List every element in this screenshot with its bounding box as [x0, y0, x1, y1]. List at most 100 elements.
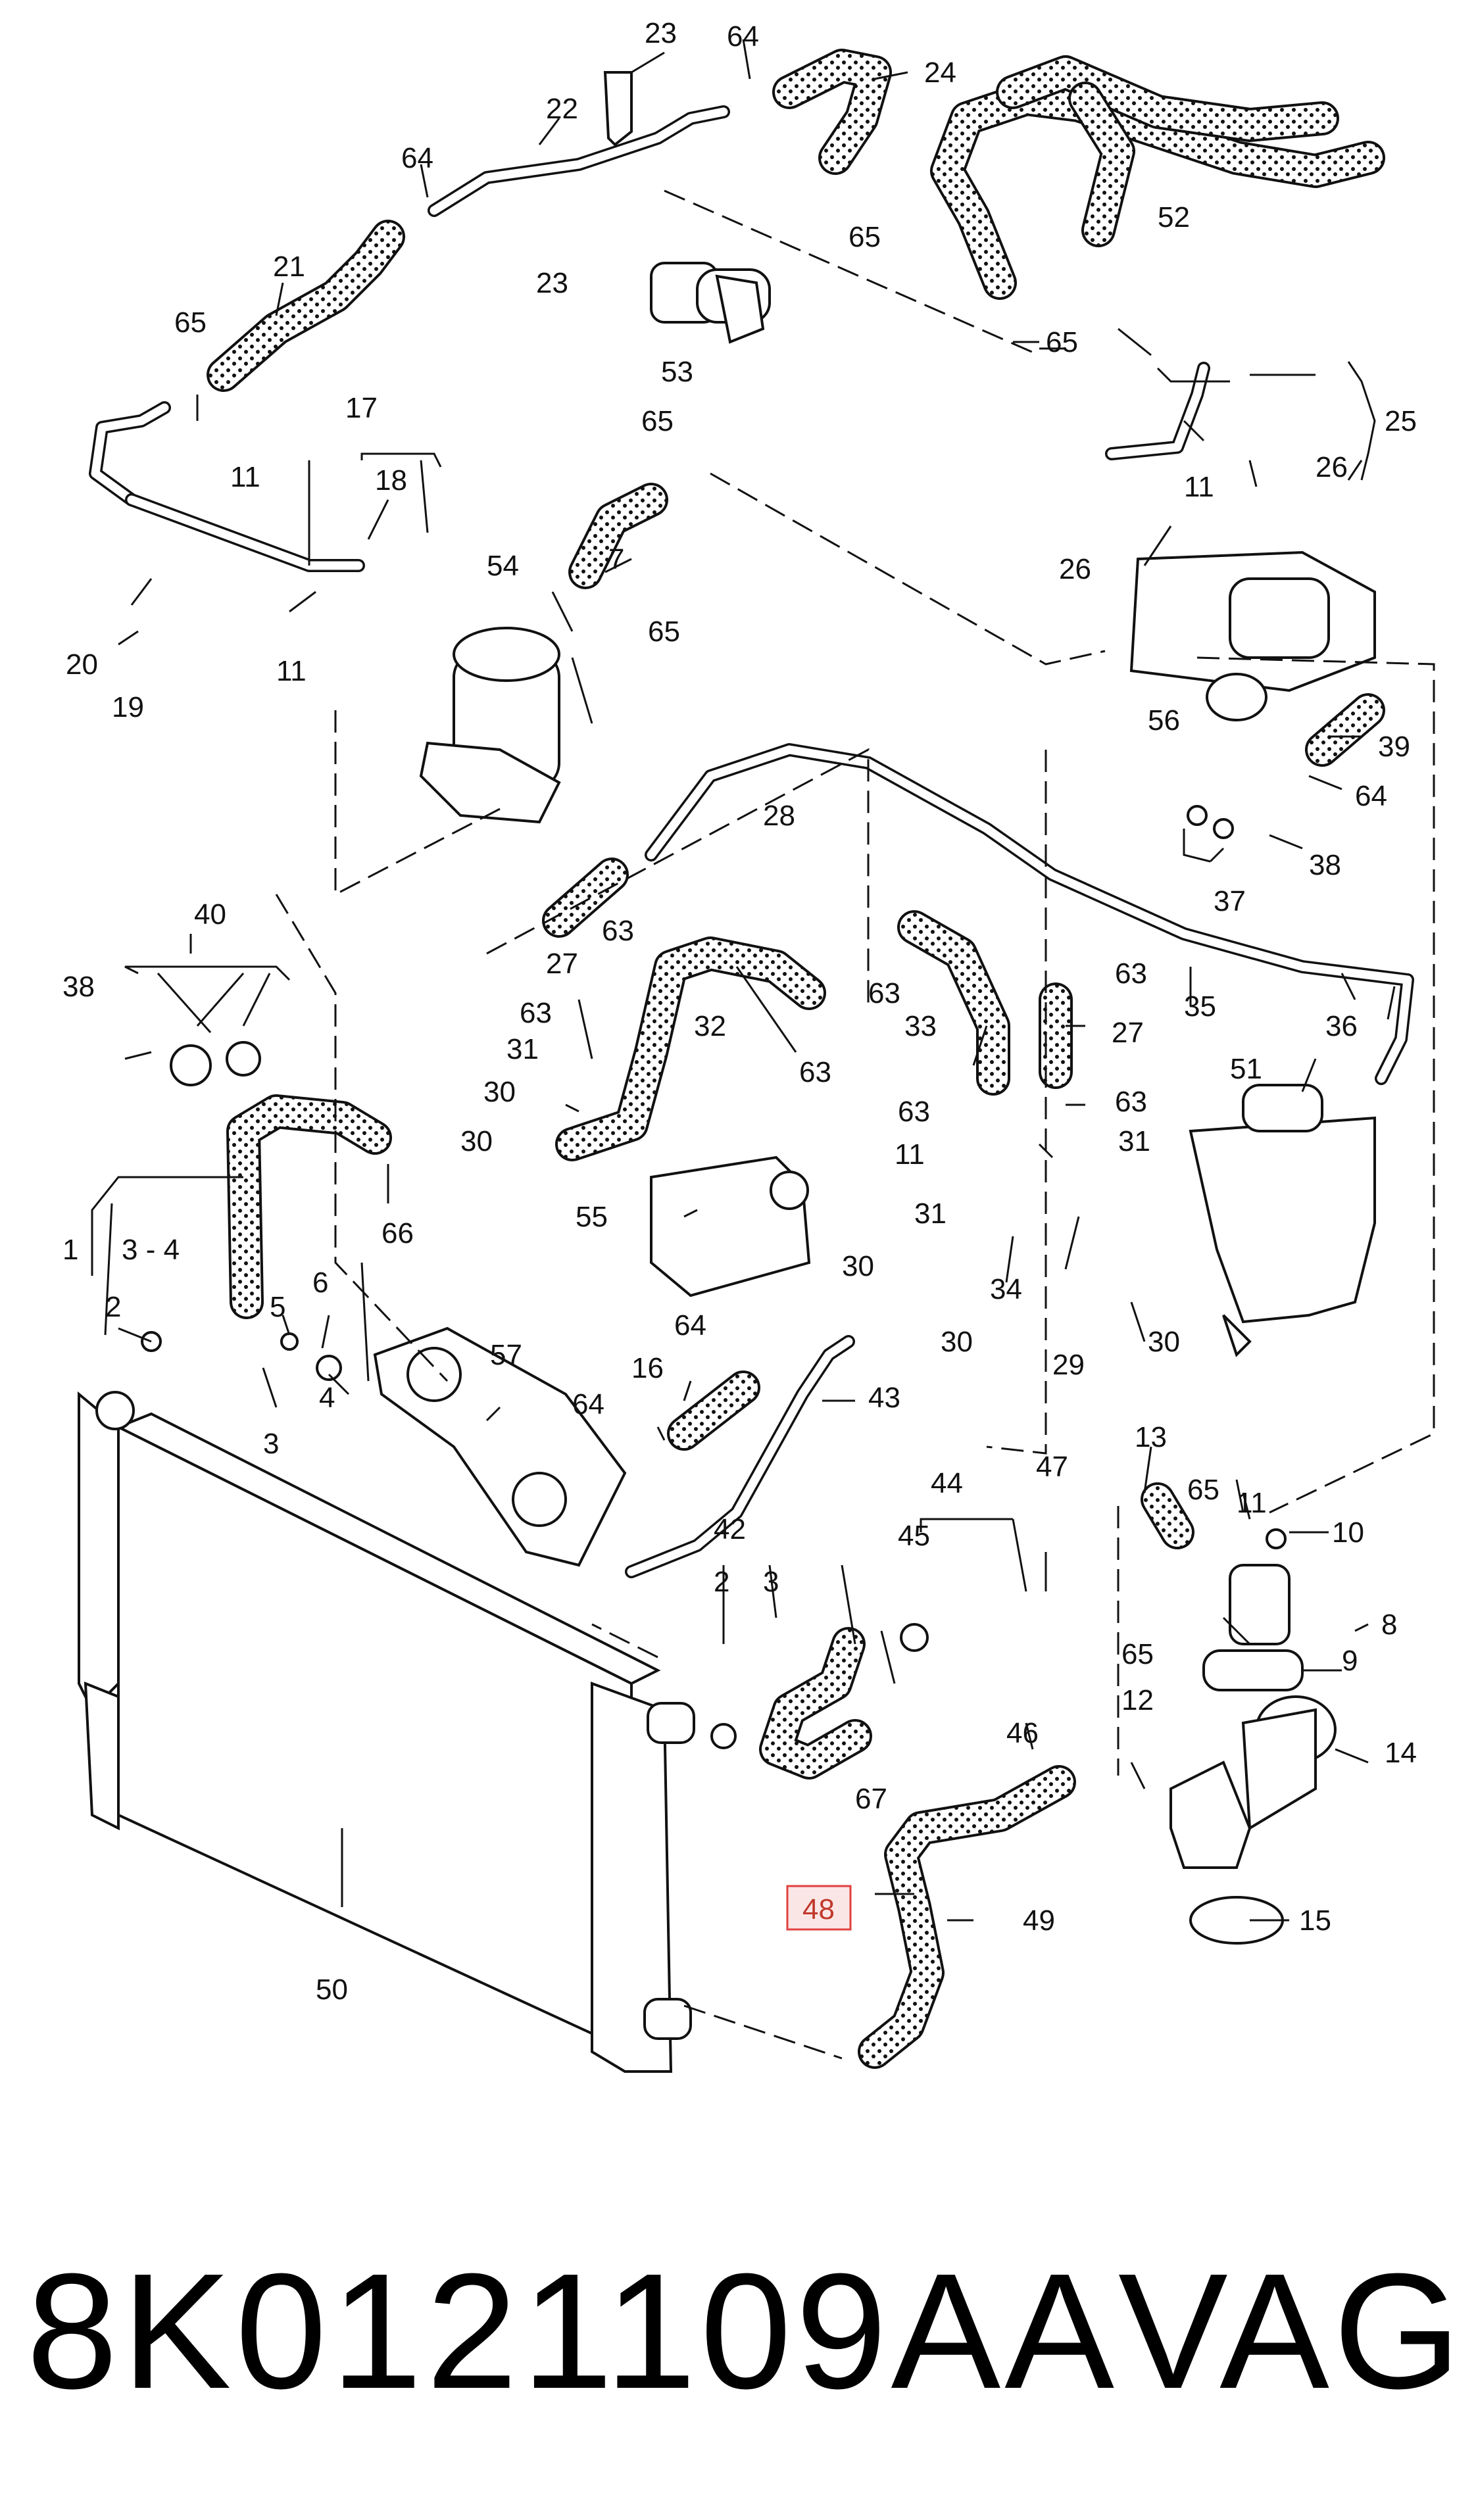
callout-30a: 30: [483, 1076, 516, 1108]
thermostat-housing: [1169, 1564, 1337, 1945]
callout-65c: 65: [174, 306, 207, 339]
callout-29: 29: [1052, 1349, 1085, 1381]
small-parts: [141, 805, 1287, 1749]
callout-31b: 31: [914, 1198, 947, 1230]
callout-48: 48: [802, 1893, 835, 1926]
callout-3: 3: [263, 1428, 279, 1460]
callout-31a: 31: [506, 1033, 539, 1065]
callout-63g: 63: [1115, 1086, 1147, 1118]
hose-52: [930, 55, 1385, 300]
callout-52: 52: [1158, 201, 1190, 233]
callout-64e: 64: [572, 1388, 604, 1420]
callout-65g: 65: [1121, 1638, 1154, 1670]
callout-44: 44: [931, 1467, 963, 1499]
callout-1: 1: [62, 1234, 78, 1266]
callout-12: 12: [1121, 1684, 1154, 1716]
callout-65b: 65: [1046, 326, 1078, 358]
brand-name: VAG: [1118, 2239, 1465, 2423]
parts-diagram: 1 2 3 3 - 4 4 5 6 7 8 9 10 11 12 13 14 1…: [62, 17, 1435, 2073]
callout-63e: 63: [898, 1096, 930, 1128]
callout-34: 34: [990, 1273, 1022, 1305]
callout-13: 13: [1135, 1421, 1167, 1453]
callout-30b: 30: [460, 1125, 493, 1157]
oil-filter-housing: [419, 483, 668, 824]
callout-43: 43: [868, 1382, 900, 1414]
callout-24: 24: [924, 57, 956, 89]
callout-63f: 63: [1115, 957, 1147, 990]
callout-3-4: 3 - 4: [122, 1234, 180, 1266]
callout-5: 5: [270, 1291, 285, 1323]
callout-8: 8: [1381, 1609, 1397, 1641]
callout-26a: 26: [1316, 451, 1348, 483]
callout-53: 53: [661, 356, 693, 388]
callout-38a: 38: [1309, 849, 1341, 881]
callout-66: 66: [381, 1217, 414, 1249]
expansion-tank: [1189, 1084, 1376, 1357]
callout-19: 19: [112, 691, 144, 723]
callout-2: 2: [105, 1291, 121, 1323]
callout-11a: 11: [230, 461, 260, 493]
callout-labels: 1 2 3 3 - 4 4 5 6 7 8 9 10 11 12 13 14 1…: [62, 17, 1417, 2006]
callout-4: 4: [319, 1382, 335, 1414]
callout-65f: 65: [1187, 1474, 1219, 1506]
callout-56: 56: [1148, 704, 1180, 737]
leader-lines: [91, 39, 1396, 1922]
callout-6: 6: [312, 1267, 328, 1299]
callout-39: 39: [1378, 731, 1410, 763]
callout-21: 21: [273, 251, 305, 283]
callout-10: 10: [1332, 1516, 1364, 1549]
callout-17: 17: [345, 392, 378, 424]
part-number: 8K0121109AA: [26, 2239, 1118, 2423]
callout-64c: 64: [1355, 780, 1387, 812]
callout-11: 11: [1237, 1487, 1267, 1519]
pipe-28-35: [645, 743, 1414, 1085]
callout-38b: 38: [62, 971, 95, 1003]
callout-25: 25: [1385, 405, 1417, 437]
callout-30e: 30: [1148, 1326, 1180, 1358]
callout-22: 22: [546, 93, 578, 125]
callout-27b: 27: [1112, 1017, 1144, 1049]
callout-35: 35: [1184, 990, 1216, 1023]
callout-14: 14: [1385, 1737, 1417, 1769]
callout-37: 37: [1214, 885, 1246, 917]
callout-64d: 64: [674, 1309, 706, 1342]
callout-47: 47: [1036, 1451, 1068, 1483]
highlight-box-48: [786, 1885, 852, 1931]
callout-9: 9: [1342, 1645, 1358, 1677]
callout-2b: 2: [714, 1566, 729, 1598]
oil-cooler: [650, 1155, 811, 1297]
callout-63c: 63: [799, 1056, 831, 1088]
callout-65e: 65: [648, 616, 680, 648]
callout-11d: 11: [895, 1138, 925, 1171]
callout-63d: 63: [868, 977, 900, 1009]
callout-28: 28: [763, 800, 795, 832]
callout-54: 54: [487, 550, 519, 582]
callout-20: 20: [66, 648, 98, 681]
lower-hoses: [625, 1335, 1076, 2069]
part-caption: 8K0121109AA VAG: [26, 2223, 1461, 2440]
callout-55: 55: [576, 1201, 608, 1233]
egr-cooler: [1105, 362, 1385, 767]
callout-46: 46: [1006, 1717, 1039, 1749]
callout-3b: 3: [763, 1566, 779, 1598]
callout-27a: 27: [546, 948, 578, 980]
callout-51: 51: [1230, 1053, 1262, 1085]
callout-23b: 23: [536, 267, 568, 299]
callout-49: 49: [1023, 1904, 1055, 1937]
callout-11c: 11: [1184, 471, 1214, 503]
callout-31c: 31: [1118, 1125, 1150, 1157]
callout-64a: 64: [727, 20, 759, 53]
callout-32: 32: [694, 1010, 726, 1042]
radiator: [78, 1391, 695, 2073]
dashed-guides: [275, 189, 1435, 2060]
callout-11b: 11: [276, 655, 307, 687]
callout-23a: 23: [645, 17, 677, 49]
callout-33: 33: [904, 1010, 937, 1042]
callout-30d: 30: [941, 1326, 973, 1358]
callout-65d: 65: [641, 405, 674, 437]
callout-36: 36: [1325, 1010, 1358, 1042]
callout-67: 67: [855, 1783, 887, 1815]
callout-26b: 26: [1059, 553, 1091, 585]
callout-63b: 63: [602, 915, 634, 947]
callout-16: 16: [631, 1352, 664, 1384]
